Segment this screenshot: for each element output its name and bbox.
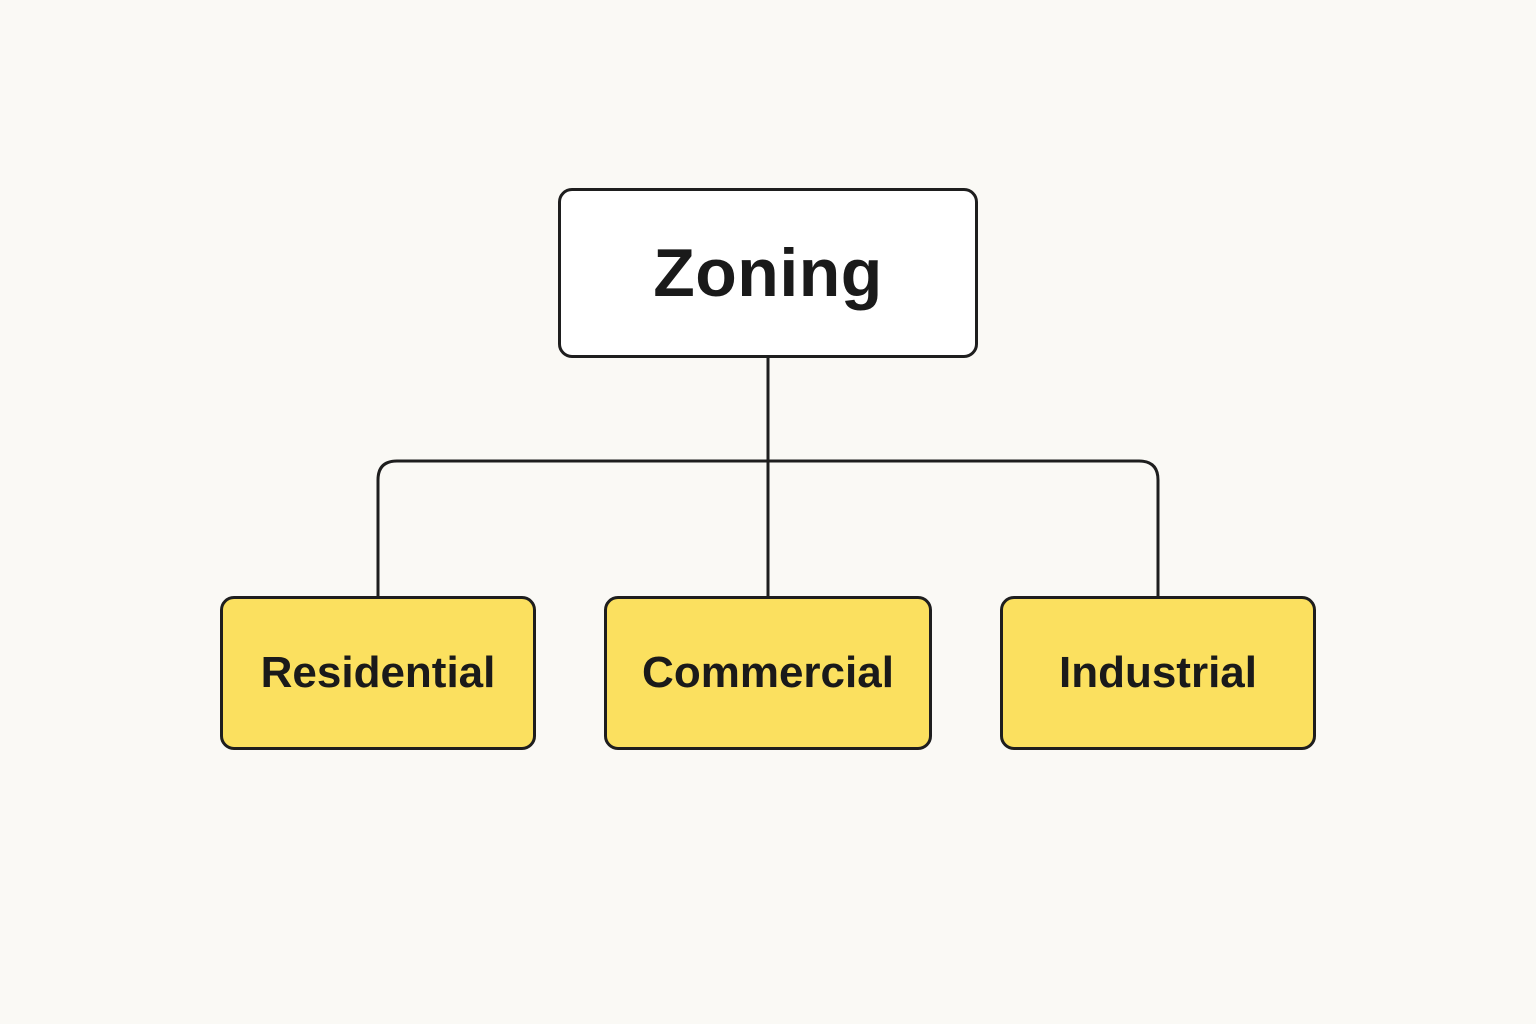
child-node-label-residential: Residential bbox=[260, 648, 496, 697]
connector-horizontal-bar bbox=[376, 459, 1160, 596]
root-node-zoning: Zoning bbox=[558, 188, 978, 358]
child-node-industrial: Industrial bbox=[1000, 596, 1316, 750]
child-node-label-industrial: Industrial bbox=[1058, 648, 1258, 697]
child-node-residential: Residential bbox=[220, 596, 536, 750]
root-node-label: Zoning bbox=[653, 235, 883, 311]
child-node-label-commercial: Commercial bbox=[642, 648, 894, 697]
child-node-commercial: Commercial bbox=[604, 596, 932, 750]
